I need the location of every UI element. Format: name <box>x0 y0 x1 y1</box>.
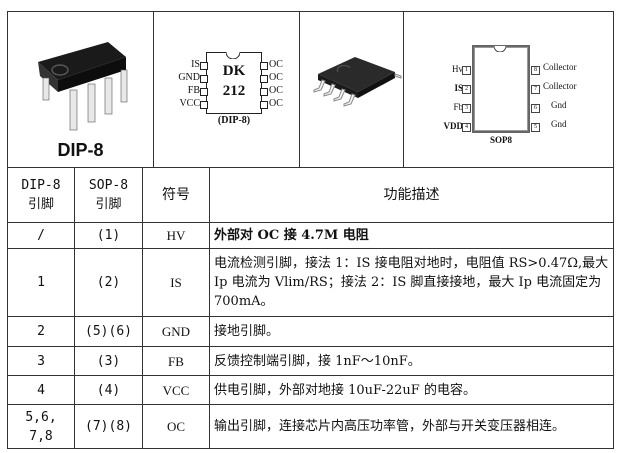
chip-label-line2: 212 <box>222 83 246 99</box>
sop8-pin-label: Hv <box>452 64 463 74</box>
sop8-chip-icon <box>313 57 402 107</box>
pin-pad <box>260 101 268 109</box>
notch-icon <box>494 46 506 52</box>
sop8-pin-number: 2 <box>462 85 471 94</box>
cell-description: 供电引脚，外部对地接 10uF-22uF 的电容。 <box>209 375 614 405</box>
cell-sop-pin: (7)(8) <box>74 404 143 449</box>
cell-description: 反馈控制端引脚，接 1nF～10nF。 <box>209 346 614 376</box>
sop8-pin-number: 3 <box>462 104 471 113</box>
sop8-pin-label: IS <box>454 83 463 93</box>
cell-dip-pin: 5,6, 7,8 <box>7 404 75 449</box>
sop8-pin-label: Collector <box>543 62 577 72</box>
pin-pad <box>260 62 268 70</box>
cell-symbol: IS <box>142 248 210 317</box>
header-symbol: 符号 <box>142 167 210 223</box>
table-row: 1 (2) IS 电流检测引脚，接法 1：IS 接电阻对地时，电阻值 RS>0.… <box>7 248 614 317</box>
table-row: 5,6, 7,8 (7)(8) OC 输出引脚，连接芯片内高压功率管，外部与开关… <box>7 404 614 449</box>
cell-symbol: FB <box>142 346 210 376</box>
chip-label-line1: DK <box>222 63 246 79</box>
dk212-chip-body: DK 212 <box>206 52 262 114</box>
table-row: 3 (3) FB 反馈控制端引脚，接 1nF～10nF。 <box>7 346 614 376</box>
header-description: 功能描述 <box>209 167 614 223</box>
pin-pad <box>200 88 208 96</box>
dk212-pin-fb: FB <box>187 85 200 96</box>
pin-pad <box>200 101 208 109</box>
cell-symbol: VCC <box>142 375 210 405</box>
sop8-pin-number: 7 <box>531 85 540 94</box>
cell-symbol: OC <box>142 404 210 449</box>
table-row: / (1) HV 外部对 OC 接 4.7M 电阻 <box>7 222 614 249</box>
pin-pad <box>260 75 268 83</box>
cell-dip-pin: 1 <box>7 248 75 317</box>
dk212-pin-gnd: GND <box>178 72 200 83</box>
dk212-pin-oc: OC <box>269 85 283 96</box>
cell-sop-pin: (4) <box>74 375 143 405</box>
sop8-chip-body <box>472 45 530 133</box>
pin-pad <box>200 62 208 70</box>
sop8-pin-label: VDD <box>443 121 464 131</box>
dip8-caption: DIP-8 <box>57 140 104 160</box>
sop8-photo-cell <box>300 12 404 167</box>
pin-pad <box>200 75 208 83</box>
cell-dip-pin: 3 <box>7 346 75 376</box>
table-row: 4 (4) VCC 供电引脚，外部对地接 10uF-22uF 的电容。 <box>7 375 614 405</box>
dk212-pin-oc: OC <box>269 98 283 109</box>
cell-dip-pin: / <box>7 222 75 249</box>
cell-sop-pin: (2) <box>74 248 143 317</box>
dk212-pin-vcc: VCC <box>179 98 200 109</box>
cell-description: 输出引脚，连接芯片内高压功率管，外部与开关变压器相连。 <box>209 404 614 449</box>
cell-symbol: HV <box>142 222 210 249</box>
sop8-pin-number: 5 <box>531 123 540 132</box>
sop8-pin-label: Gnd <box>551 119 567 129</box>
cell-description: 接地引脚。 <box>209 316 614 347</box>
dk212-pin-oc: OC <box>269 72 283 83</box>
notch-icon <box>226 52 240 59</box>
sop8-pin-number: 6 <box>531 104 540 113</box>
dip8-photo-cell: DIP-8 <box>8 12 154 167</box>
sop8-package-label: SOP8 <box>489 135 512 145</box>
sop8-pinout-cell: Hv IS Fb VDD 1 2 3 4 8 7 6 5 Collector C… <box>404 12 613 167</box>
pin-pad <box>260 88 268 96</box>
cell-symbol: GND <box>142 316 210 347</box>
dk212-pin-oc: OC <box>269 59 283 70</box>
cell-sop-pin: (3) <box>74 346 143 376</box>
cell-dip-pin: 4 <box>7 375 75 405</box>
cell-sop-pin: (5)(6) <box>74 316 143 347</box>
table-row: 2 (5)(6) GND 接地引脚。 <box>7 316 614 347</box>
dk212-package-label: (DIP-8) <box>217 115 251 126</box>
cell-description: 外部对 OC 接 4.7M 电阻 <box>209 222 614 249</box>
dip8-chip-icon <box>38 42 128 131</box>
dk212-pin-is: IS <box>191 59 200 70</box>
sop8-pin-number: 4 <box>462 123 471 132</box>
sop8-pin-number: 8 <box>531 66 540 75</box>
package-images-row: DIP-8 DK 212 IS GND FB VCC OC OC OC OC (… <box>7 11 614 167</box>
sop8-pin-label: Fb <box>453 102 463 112</box>
cell-description: 电流检测引脚，接法 1：IS 接电阻对地时，电阻值 RS>0.47Ω,最大 Ip… <box>209 248 614 317</box>
sop8-pin-label: Gnd <box>551 100 567 110</box>
cell-sop-pin: (1) <box>74 222 143 249</box>
sop8-pin-number: 1 <box>462 66 471 75</box>
dk212-pinout-cell: DK 212 IS GND FB VCC OC OC OC OC (DIP-8) <box>154 12 300 167</box>
sop8-pin-label: Collector <box>543 81 577 91</box>
cell-dip-pin: 2 <box>7 316 75 347</box>
